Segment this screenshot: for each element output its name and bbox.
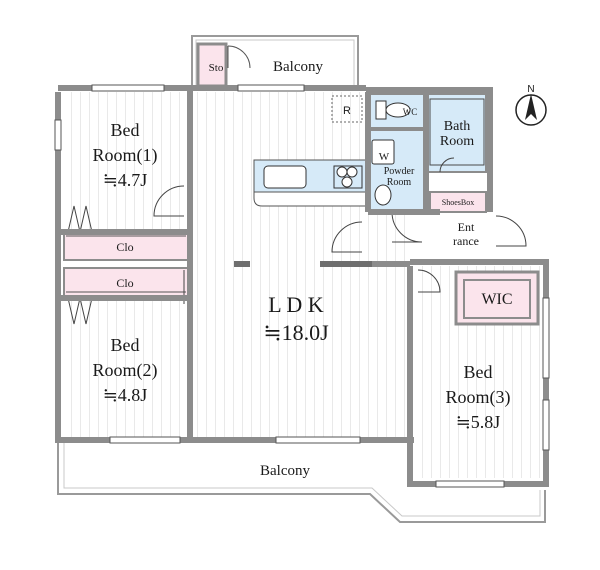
bed-room-2-name-2: Room(2) [93,360,158,381]
powder-room-name-2: Room [387,177,412,188]
wic-label: WIC [481,291,512,308]
ldk-name: L D K [268,292,324,317]
bath-room [427,93,487,173]
ldk-size: ≒18.0J [263,320,329,345]
storage-closet [196,42,228,88]
north-arrow-icon [525,94,537,120]
compass-north-label: N [527,84,534,95]
bed-room-3-size: ≒5.8J [456,412,501,432]
compass: N [515,84,547,126]
bottom-balcony: Balcony [57,440,546,523]
bed-room-1-name-2: Room(1) [93,145,158,166]
wet-areas [369,93,487,211]
bed-room-1-name: Bed [111,120,140,140]
washer-label: W [379,151,390,163]
bed-room-2-floor [64,298,188,438]
bed-room-1-floor [64,92,188,232]
hall-floor [368,212,410,438]
bed-room-2-size: ≒4.8J [103,385,148,405]
entrance-label-2: rance [453,234,479,248]
top-balcony: Sto Balcony [191,35,359,89]
closet-2-label: Clo [116,276,133,290]
shoes-box [429,191,487,213]
storage-label: Sto [209,62,224,74]
room-labels: Bed Room(1) ≒4.7J Bed Room(2) ≒4.8J Bed … [93,107,513,432]
entrance-label: Ent [458,220,475,234]
fridge-space: R [331,95,363,123]
kitchen-counter [253,159,369,207]
kitchen-sink [263,165,307,189]
bottom-balcony-label: Balcony [260,463,310,479]
bed-room-1-size: ≒4.7J [103,170,148,190]
stove-burner [336,166,348,178]
windows [54,84,550,488]
bath-room-name-2: Room [440,134,474,149]
bed-room-2-name: Bed [111,335,140,355]
powder-room-name: Powder [384,166,415,177]
wc-label: WC [403,107,418,117]
bath-room-name: Bath [444,119,470,134]
fridge-label: R [343,105,351,117]
door-swings [153,157,527,304]
stove-burner [346,166,358,178]
stove-burner [341,176,353,188]
closet-1-label: Clo [116,240,133,254]
top-balcony-label: Balcony [273,59,323,75]
bed-room-3-name: Bed [464,362,493,382]
shoes-box-label: ShoesBox [442,198,474,207]
bed-room-3-name-2: Room(3) [446,387,511,408]
